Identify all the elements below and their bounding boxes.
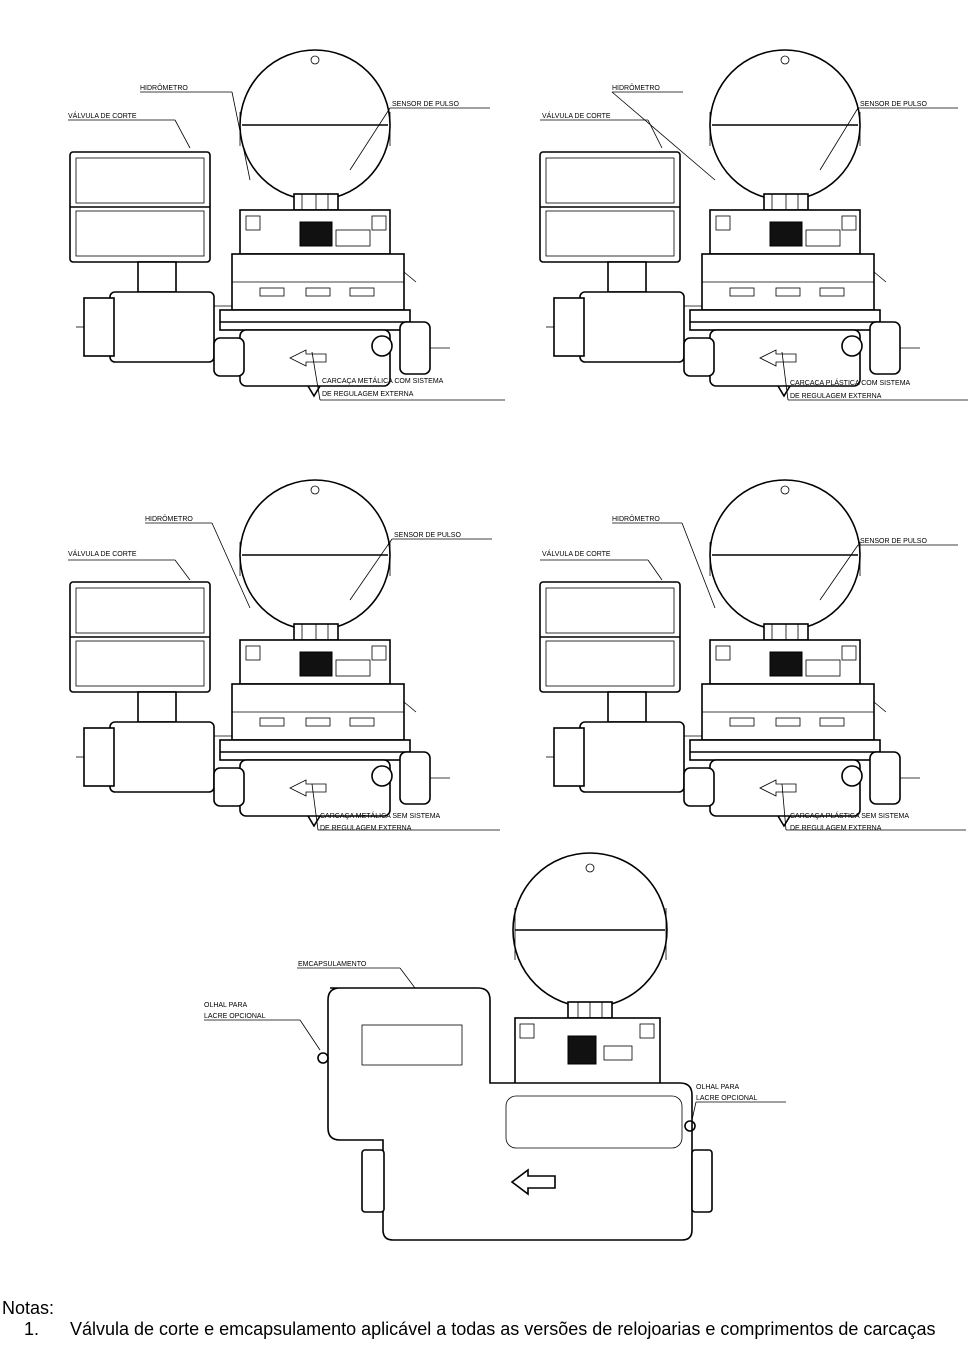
view-plastic-with-regulation: HIDRÔMETRO VÁLVULA DE CORTE SENSOR DE PU…	[539, 49, 968, 401]
label-valvula-de-corte: VÁLVULA DE CORTE	[542, 111, 611, 120]
label-hidrometro: HIDRÔMETRO	[612, 514, 660, 523]
label-hidrometro: HIDRÔMETRO	[612, 83, 660, 92]
label-valvula-de-corte: VÁLVULA DE CORTE	[68, 549, 137, 558]
label-olhal-left-line2: LACRE OPCIONAL	[204, 1013, 266, 1020]
label-hidrometro: HIDRÔMETRO	[140, 83, 188, 92]
view-metal-without-regulation: HIDRÔMETRO VÁLVULA DE CORTE SENSOR DE PU…	[68, 479, 500, 832]
label-valvula-de-corte: VÁLVULA DE CORTE	[68, 111, 137, 120]
view-enclosure: EMCAPSULAMENTO OLHAL PARA LACRE OPCIONAL…	[204, 852, 786, 1241]
label-sensor-de-pulso: SENSOR DE PULSO	[394, 532, 461, 539]
label-olhal-right-line1: OLHAL PARA	[696, 1084, 740, 1091]
label-valvula-de-corte: VÁLVULA DE CORTE	[542, 549, 611, 558]
label-carcaca-line2: DE REGULAGEM EXTERNA	[790, 825, 882, 832]
label-sensor-de-pulso: SENSOR DE PULSO	[860, 101, 927, 108]
label-sensor-de-pulso: SENSOR DE PULSO	[860, 538, 927, 545]
technical-drawing: HIDRÔMETRO VÁLVULA DE CORTE SENSOR DE PU…	[68, 49, 968, 1241]
note-text: Válvula de corte e emcapsulamento aplicá…	[70, 1319, 936, 1339]
label-carcaca-line1: CARCAÇA PLÁSTICA COM SISTEMA	[790, 378, 911, 387]
label-sensor-de-pulso: SENSOR DE PULSO	[392, 101, 459, 108]
label-carcaca-line1: CARCAÇA METÁLICA COM SISTEMA	[322, 376, 444, 385]
label-carcaca-line2: DE REGULAGEM EXTERNA	[320, 825, 412, 832]
label-emcapsulamento: EMCAPSULAMENTO	[298, 961, 367, 968]
view-metal-with-regulation: HIDRÔMETRO VÁLVULA DE CORTE SENSOR DE PU…	[68, 49, 505, 401]
label-olhal-right-line2: LACRE OPCIONAL	[696, 1095, 758, 1102]
note-number: 1.	[24, 1319, 40, 1339]
label-carcaca-line1: CARCAÇA PLÁSTICA SEM SISTEMA	[790, 811, 909, 820]
label-carcaca-line2: DE REGULAGEM EXTERNA	[790, 393, 882, 400]
label-carcaca-line2: DE REGULAGEM EXTERNA	[322, 391, 414, 398]
notes-section: Notas: 1. Válvula de corte e emcapsulame…	[2, 1298, 962, 1340]
view-plastic-without-regulation: HIDRÔMETRO VÁLVULA DE CORTE SENSOR DE PU…	[539, 479, 966, 832]
label-hidrometro: HIDRÔMETRO	[145, 514, 193, 523]
note-item: 1. Válvula de corte e emcapsulamento apl…	[2, 1319, 962, 1340]
label-carcaca-line1: CARCAÇA METÁLICA SEM SISTEMA	[320, 811, 441, 820]
notes-title: Notas:	[2, 1298, 55, 1318]
label-olhal-left-line1: OLHAL PARA	[204, 1002, 248, 1009]
